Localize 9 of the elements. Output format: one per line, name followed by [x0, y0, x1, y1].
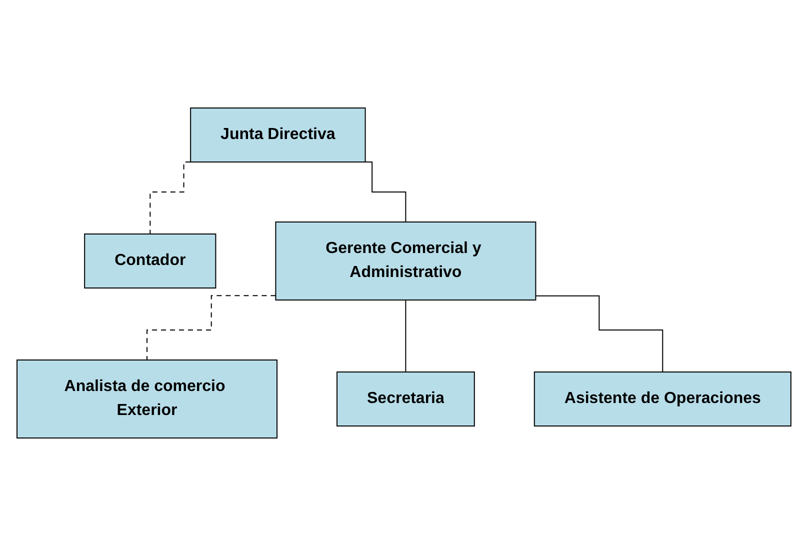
connector	[146, 295, 276, 360]
node-box: Gerente Comercial y Administrativo	[274, 222, 536, 300]
connector	[534, 295, 663, 372]
node-box: Analista de comercio Exterior	[16, 360, 278, 438]
node-box: Contador	[84, 234, 216, 288]
node-box: Junta Directiva	[190, 108, 366, 162]
node-box: Secretaria	[336, 372, 474, 426]
node-box: Asistente de Operaciones	[533, 372, 791, 426]
connector	[404, 300, 406, 372]
